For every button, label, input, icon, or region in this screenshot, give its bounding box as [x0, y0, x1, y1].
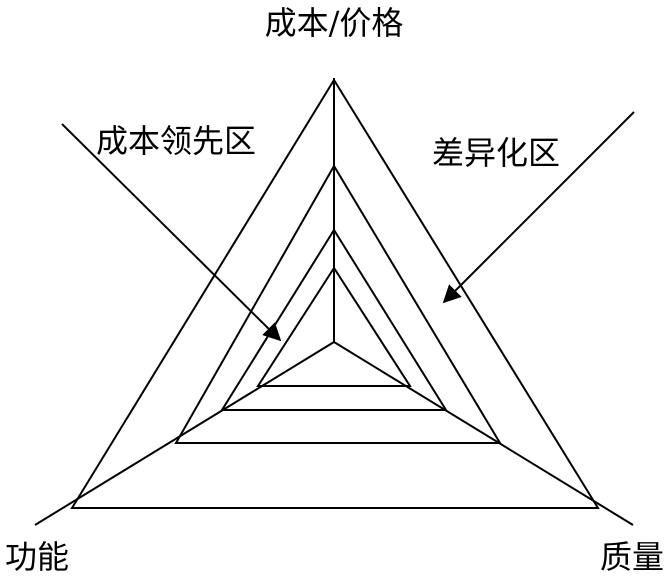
axis-bottom-left	[34, 341, 335, 526]
axis-label-top: 成本/价格	[265, 4, 404, 42]
region-label-differentiation: 差异化区	[432, 134, 560, 172]
triangle-ring-2	[174, 164, 502, 444]
axes	[34, 78, 634, 526]
cost-leadership-arrow	[61, 123, 282, 342]
axis-label-right: 质量	[600, 538, 664, 576]
triangle-ring-4	[256, 266, 412, 387]
triangle-ring-1	[70, 78, 600, 509]
arrows	[61, 111, 635, 342]
nested-triangles	[70, 78, 600, 509]
triangle-ring-3	[220, 228, 448, 411]
axis-bottom-right	[333, 341, 634, 526]
differentiation-arrow	[442, 111, 635, 304]
axis-label-left: 功能	[5, 538, 69, 576]
labels: 成本/价格 功能 质量 成本领先区 差异化区	[5, 4, 664, 576]
region-label-cost-leadership: 成本领先区	[96, 122, 256, 160]
